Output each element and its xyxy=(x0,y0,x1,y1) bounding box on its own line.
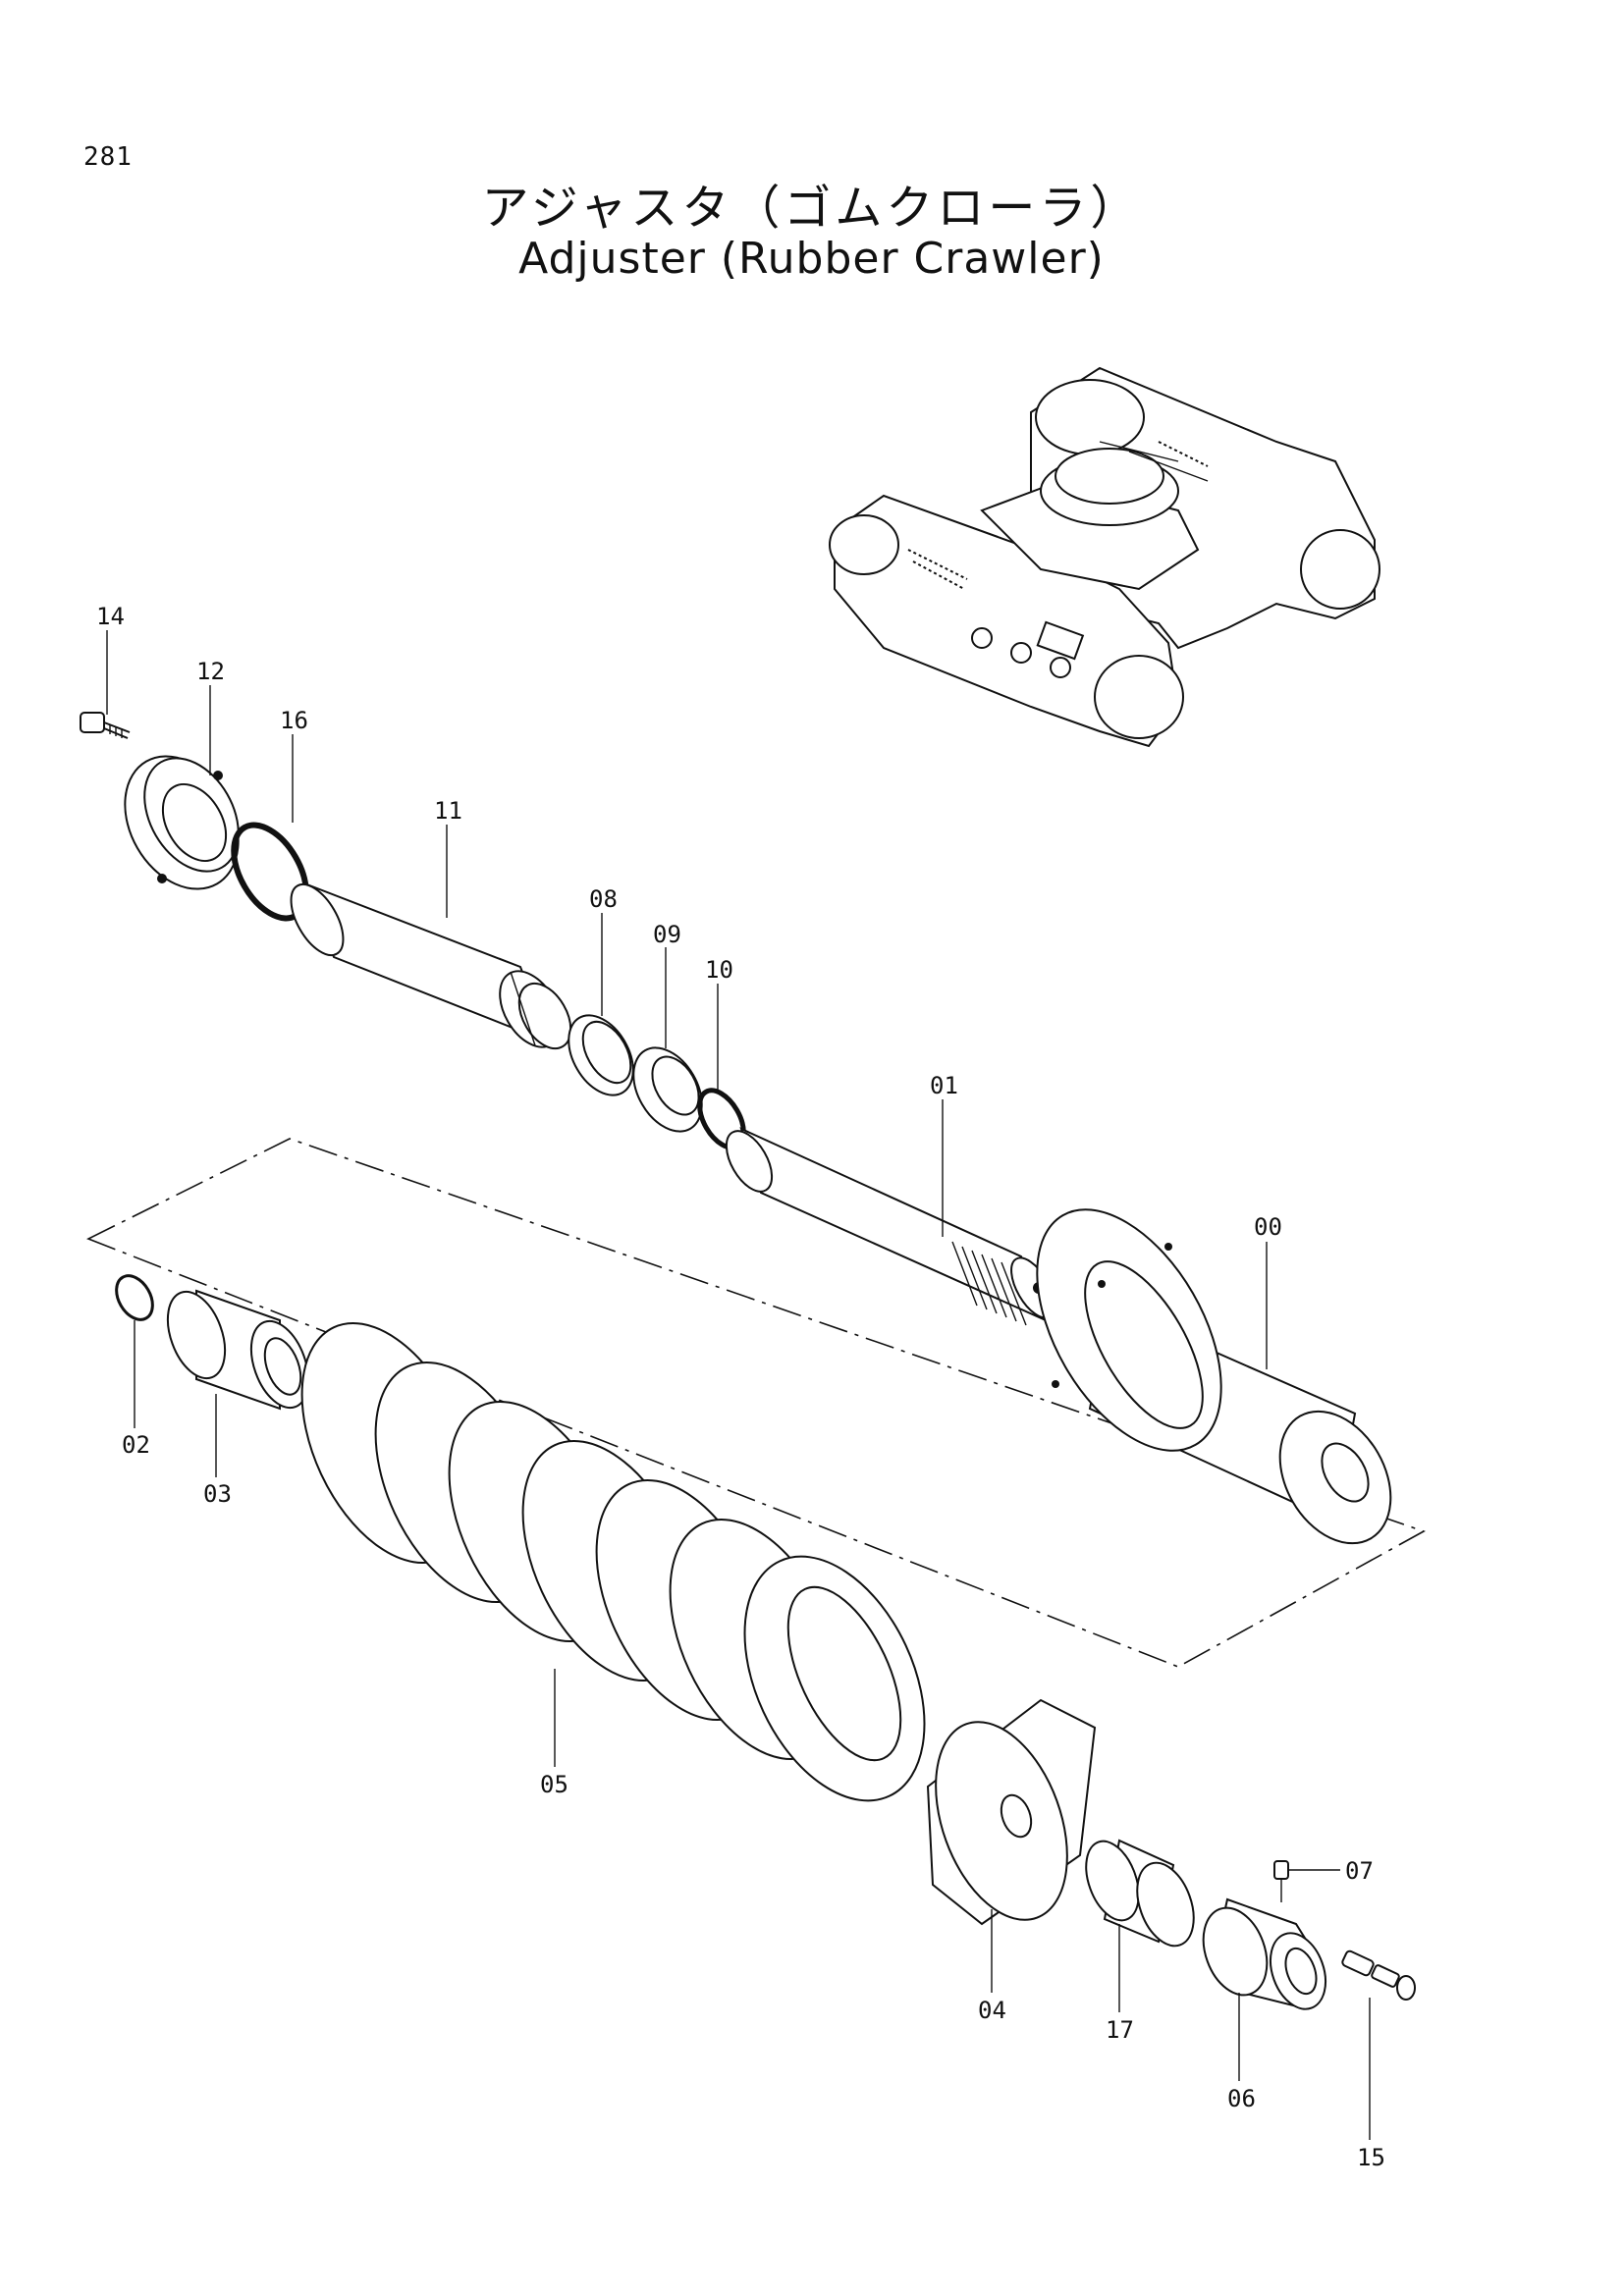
part-label-03: 03 xyxy=(203,1480,232,1508)
part-label-08: 08 xyxy=(589,885,618,913)
part-label-16: 16 xyxy=(280,707,308,734)
bushing-03 xyxy=(166,1289,310,1411)
assembly-outline xyxy=(86,1138,1426,1668)
rod-01 xyxy=(725,1127,1055,1326)
bushing-17 xyxy=(1085,1839,1195,1948)
page-number: 281 xyxy=(83,142,133,172)
title-japanese: アジャスタ（ゴムクローラ） xyxy=(481,181,1142,236)
screw-07 xyxy=(1273,1860,1289,1902)
bolt-14 xyxy=(80,712,131,739)
seat-04 xyxy=(926,1698,1097,1926)
leader-lines xyxy=(106,630,1371,2140)
seal-09 xyxy=(632,1046,703,1133)
part-label-14: 14 xyxy=(96,603,125,630)
cylinder-00 xyxy=(1036,1208,1392,1545)
part-label-12: 12 xyxy=(196,658,225,685)
part-label-09: 09 xyxy=(653,921,681,948)
ring-08 xyxy=(568,1014,634,1096)
part-label-02: 02 xyxy=(122,1431,150,1459)
spring-05 xyxy=(300,1321,926,1802)
part-label-01: 01 xyxy=(930,1072,958,1099)
part-label-17: 17 xyxy=(1106,2016,1134,2044)
o-ring-02 xyxy=(115,1274,154,1321)
part-label-04: 04 xyxy=(978,1997,1006,2024)
part-labels: 14 12 16 11 08 09 10 01 00 02 03 05 04 1… xyxy=(96,603,1385,2171)
part-label-07: 07 xyxy=(1345,1857,1374,1885)
part-label-15: 15 xyxy=(1357,2144,1385,2171)
flange-12 xyxy=(124,755,240,890)
title-english: Adjuster (Rubber Crawler) xyxy=(518,234,1105,284)
nut-06 xyxy=(1202,1897,1327,2010)
part-label-10: 10 xyxy=(705,956,733,984)
grease-fitting-15 xyxy=(1341,1949,1416,2001)
part-label-06: 06 xyxy=(1227,2085,1256,2112)
part-label-11: 11 xyxy=(434,797,462,825)
undercarriage-overview xyxy=(829,366,1380,748)
tube-11 xyxy=(290,881,572,1050)
part-label-05: 05 xyxy=(540,1771,568,1798)
part-label-00: 00 xyxy=(1254,1213,1282,1241)
